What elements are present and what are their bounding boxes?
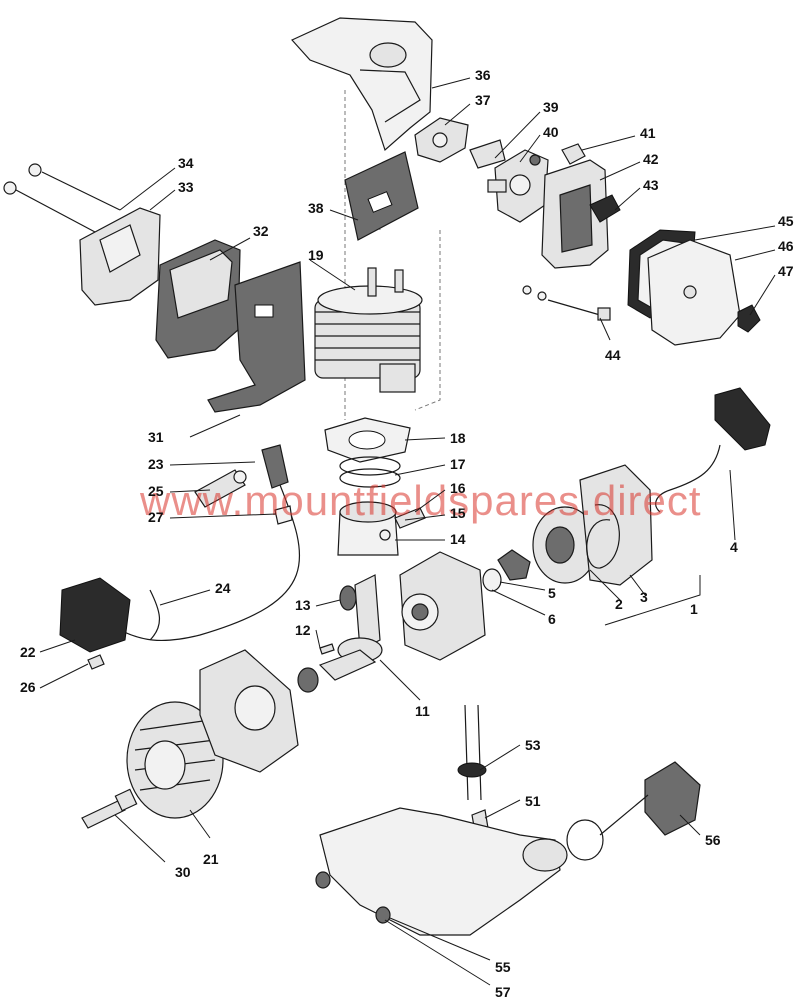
label-1: 1 (690, 601, 698, 617)
label-5: 5 (548, 585, 556, 601)
label-3: 3 (640, 589, 648, 605)
label-51: 51 (525, 793, 541, 809)
label-26: 26 (20, 679, 36, 695)
label-46: 46 (778, 238, 794, 254)
label-39: 39 (543, 99, 559, 115)
label-56: 56 (705, 832, 721, 848)
crank-key-part (319, 643, 335, 655)
cylinder-gasket-part (324, 417, 411, 463)
ignition-coil-part (59, 577, 160, 653)
label-21: 21 (203, 851, 219, 867)
label-38: 38 (308, 200, 324, 216)
piston-rings-part (339, 456, 401, 488)
label-16: 16 (450, 480, 466, 496)
heat-plate-part (207, 261, 306, 413)
label-41: 41 (640, 125, 656, 141)
watermark-text: www.mountfieldspares.direct (139, 477, 702, 524)
label-53: 53 (525, 737, 541, 753)
fuel-cap-part (566, 761, 701, 861)
filter-bolt-part (522, 285, 611, 321)
label-33: 33 (178, 179, 194, 195)
cylinder-part (314, 267, 423, 393)
label-25: 25 (148, 483, 164, 499)
muffler-cover-part (79, 207, 161, 306)
label-27: 27 (148, 509, 164, 525)
fuel-tank-part (315, 807, 568, 936)
label-22: 22 (20, 644, 36, 660)
label-6: 6 (548, 611, 556, 627)
heat-shield-part (291, 17, 433, 152)
air-filter-cover-part (647, 239, 741, 346)
label-36: 36 (475, 67, 491, 83)
label-13: 13 (295, 597, 311, 613)
part-labels: 36 37 39 40 41 42 43 45 46 47 44 34 33 3… (20, 67, 794, 1000)
flywheel-part (126, 701, 224, 819)
label-11: 11 (415, 703, 430, 719)
spark-plug-part (194, 469, 247, 508)
crankshaft-part (297, 574, 383, 693)
label-42: 42 (643, 151, 659, 167)
label-31: 31 (148, 429, 164, 445)
label-12: 12 (295, 622, 311, 638)
label-32: 32 (253, 223, 269, 239)
label-34: 34 (178, 155, 194, 171)
label-43: 43 (643, 177, 659, 193)
label-19: 19 (308, 247, 324, 263)
label-57: 57 (495, 984, 511, 1000)
recoil-starter-part (532, 464, 653, 586)
label-15: 15 (450, 505, 466, 521)
spark-plug-cap-part (119, 444, 301, 642)
label-37: 37 (475, 92, 491, 108)
leader-lines (39, 77, 776, 986)
label-44: 44 (605, 347, 621, 363)
label-55: 55 (495, 959, 511, 975)
label-47: 47 (778, 263, 794, 279)
carburetor-part (469, 139, 549, 223)
label-30: 30 (175, 864, 191, 880)
piston-part (337, 501, 399, 556)
fuel-fitting-part (561, 143, 586, 165)
crankcase-half-part (399, 551, 486, 661)
fuel-lines-part (457, 704, 489, 833)
label-2: 2 (615, 596, 623, 612)
needle-bearing-part (339, 585, 357, 611)
insulator-gasket-part (344, 151, 419, 241)
label-18: 18 (450, 430, 466, 446)
label-17: 17 (450, 456, 466, 472)
label-24: 24 (215, 580, 231, 596)
muffler-part (155, 239, 241, 359)
starter-handle-part (655, 387, 771, 513)
carburetor-spacer-part (414, 117, 469, 163)
label-40: 40 (543, 124, 559, 140)
cover-knob-part (737, 304, 761, 333)
air-filter-base-part (541, 159, 621, 269)
label-23: 23 (148, 456, 164, 472)
label-4: 4 (730, 539, 738, 555)
label-45: 45 (778, 213, 794, 229)
coil-screw-part (87, 654, 105, 670)
label-14: 14 (450, 531, 466, 547)
nut-part (274, 505, 293, 525)
starter-pulley-part (482, 549, 531, 592)
flywheel-bolt-part (81, 788, 138, 829)
crankcase-left-part (199, 649, 299, 773)
muffler-bolts-part (3, 163, 121, 233)
